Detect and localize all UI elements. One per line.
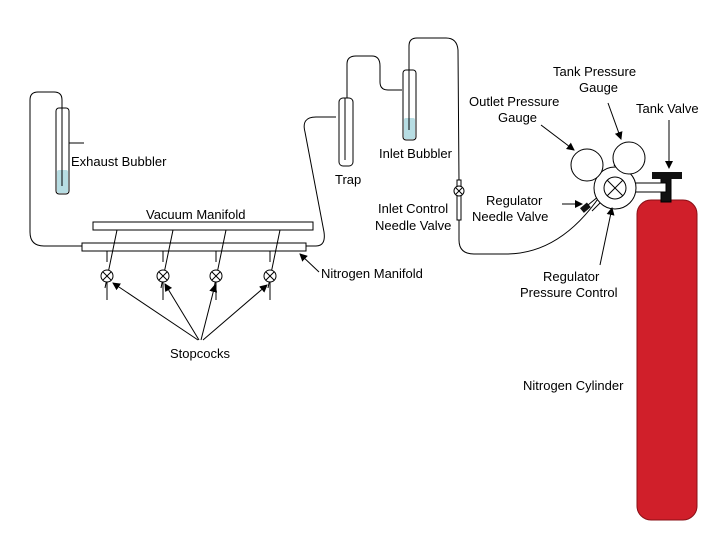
- inlet-control-label-line2: Needle Valve: [375, 218, 451, 233]
- pressure-gauge-icon: [612, 141, 646, 175]
- stopcock-icon: [209, 229, 227, 300]
- tank-valve-handle: [652, 172, 682, 179]
- regulator-tank-connector: [631, 182, 667, 193]
- stopcock-group: [100, 229, 281, 300]
- tank-valve-label: Tank Valve: [636, 101, 699, 116]
- inlet-bubbler-label: Inlet Bubbler: [379, 146, 453, 161]
- trap-to-bubbler-tubing: [346, 55, 402, 91]
- bubbler-to-valve-tubing: [408, 37, 460, 183]
- exhaust-bubbler-label: Exhaust Bubbler: [71, 154, 167, 169]
- nitrogen-cylinder: [636, 172, 698, 521]
- manifold-to-trap-tubing: [303, 116, 336, 247]
- inlet-bubbler: [402, 62, 417, 141]
- stopcock-icon: [100, 229, 118, 300]
- outlet-gauge-label-line1: Outlet Pressure: [469, 94, 559, 109]
- outlet-gauge-label-line2: Gauge: [498, 110, 537, 125]
- exhaust-tubing: [29, 91, 82, 247]
- stopcock-icon: [156, 229, 174, 300]
- inlet-control-label-line1: Inlet Control: [378, 201, 448, 216]
- regulator-pressure-label-line2: Pressure Control: [520, 285, 618, 300]
- tank-gauge-label-line1: Tank Pressure: [553, 64, 636, 79]
- valve-to-regulator-tubing: [458, 195, 601, 255]
- needle-valve-icon: [453, 179, 465, 221]
- regulator-icon: [580, 149, 667, 213]
- tank-gauge-label-line2: Gauge: [579, 80, 618, 95]
- regulator-pressure-label-line1: Regulator: [543, 269, 600, 284]
- nitrogen-manifold: [81, 242, 307, 252]
- stopcock-icon: [263, 229, 281, 300]
- vacuum-manifold-label: Vacuum Manifold: [146, 207, 245, 222]
- vacuum-manifold: [92, 221, 314, 231]
- stopcocks-label: Stopcocks: [170, 346, 230, 361]
- callout-arrows: [112, 102, 673, 341]
- labels: Exhaust Bubbler Vacuum Manifold Nitrogen…: [71, 64, 699, 393]
- regulator-needle-label-line2: Needle Valve: [472, 209, 548, 224]
- exhaust-bubbler: [55, 107, 84, 195]
- pressure-gauge-icon: [570, 148, 604, 182]
- nitrogen-cylinder-label: Nitrogen Cylinder: [523, 378, 624, 393]
- nitrogen-manifold-label: Nitrogen Manifold: [321, 266, 423, 281]
- trap-label: Trap: [335, 172, 361, 187]
- trap: [338, 80, 354, 167]
- tubing: [29, 37, 601, 255]
- regulator-needle-label-line1: Regulator: [486, 193, 543, 208]
